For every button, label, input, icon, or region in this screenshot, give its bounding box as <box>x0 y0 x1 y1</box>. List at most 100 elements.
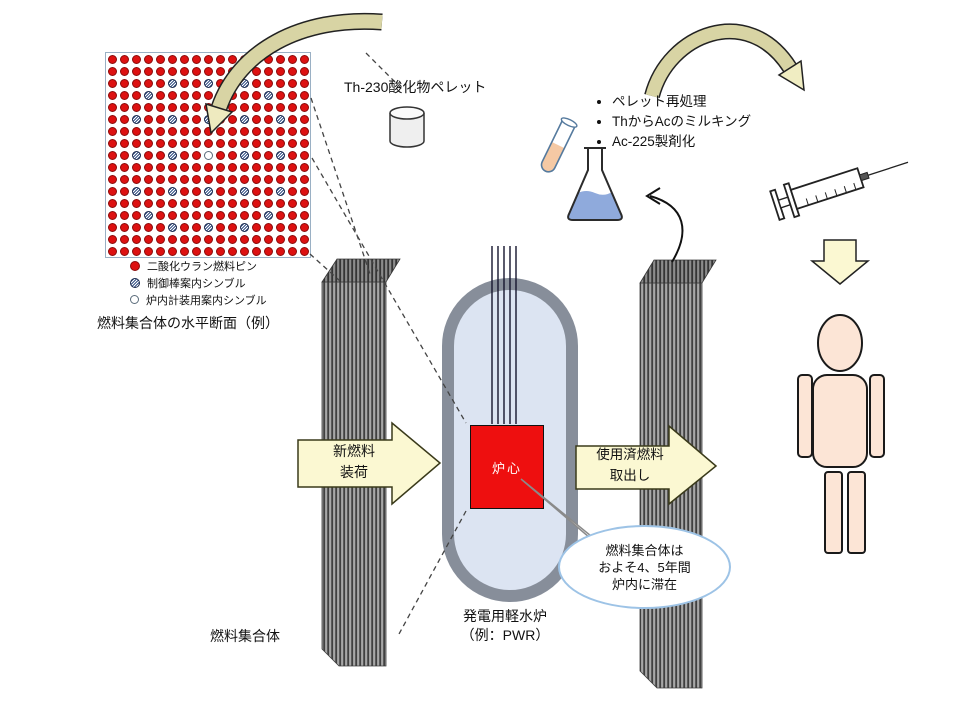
fuel-pin <box>180 139 189 148</box>
fuel-pin <box>156 211 165 220</box>
fuel-pin <box>228 223 237 232</box>
fuel-pin <box>192 151 201 160</box>
fuel-pin <box>240 175 249 184</box>
curved-arrow-right <box>644 23 805 99</box>
fuel-pin <box>264 151 273 160</box>
instrument-thimble-swatch <box>130 295 139 304</box>
fuel-pin <box>144 235 153 244</box>
fuel-pin <box>300 151 309 160</box>
fuel-pin <box>192 199 201 208</box>
process-step: ThからAcのミルキング <box>612 112 751 132</box>
guide-thimble <box>276 151 285 160</box>
fuel-pin <box>192 139 201 148</box>
fuel-pin <box>120 127 129 136</box>
fuel-pin <box>300 235 309 244</box>
guide-thimble <box>264 211 273 220</box>
fuel-pin <box>144 175 153 184</box>
fuel-pin <box>300 103 309 112</box>
fuel-pin <box>156 79 165 88</box>
fuel-pin <box>168 175 177 184</box>
fuel-pin <box>252 247 261 256</box>
down-arrow <box>809 239 871 285</box>
pellet-cylinder-icon <box>389 106 425 148</box>
fuel-pin <box>228 211 237 220</box>
fuel-pin <box>216 79 225 88</box>
fuel-pin <box>216 115 225 124</box>
fuel-pin <box>276 91 285 100</box>
fuel-pin <box>228 55 237 64</box>
fuel-pin <box>156 199 165 208</box>
fuel-pin-swatch <box>130 260 140 271</box>
fuel-pin <box>108 223 117 232</box>
fuel-pin <box>156 175 165 184</box>
fuel-pin <box>276 223 285 232</box>
fuel-pin <box>168 139 177 148</box>
fuel-pin <box>288 151 297 160</box>
fuel-pin <box>108 91 117 100</box>
fuel-pin <box>108 163 117 172</box>
fuel-pin <box>252 211 261 220</box>
fuel-pin <box>276 211 285 220</box>
fuel-pin <box>252 103 261 112</box>
fuel-pin <box>120 139 129 148</box>
fuel-pin <box>168 199 177 208</box>
fuel-pin <box>156 223 165 232</box>
fuel-pin <box>216 127 225 136</box>
reactor-type-line1: 発電用軽水炉 <box>463 608 547 624</box>
fuel-pin <box>300 67 309 76</box>
bubble-line: およそ4、5年間 <box>598 559 691 575</box>
guide-thimble <box>144 211 153 220</box>
fuel-pin <box>144 115 153 124</box>
fuel-pin <box>252 151 261 160</box>
fuel-pin <box>144 67 153 76</box>
fuel-pin <box>228 187 237 196</box>
fuel-pin <box>204 199 213 208</box>
fuel-pin <box>276 199 285 208</box>
fuel-pin <box>192 235 201 244</box>
fuel-pin <box>276 103 285 112</box>
speech-bubble: 燃料集合体は およそ4、5年間 炉内に滞在 <box>558 525 731 609</box>
fuel-pin <box>192 67 201 76</box>
fuel-pin <box>132 211 141 220</box>
fuel-pin <box>144 151 153 160</box>
fuel-pin <box>252 127 261 136</box>
legend-row-fuel-pin: 二酸化ウラン燃料ピン <box>130 257 267 274</box>
fuel-pin <box>180 187 189 196</box>
fuel-pin <box>300 175 309 184</box>
fuel-pin <box>108 187 117 196</box>
fuel-pin <box>132 223 141 232</box>
fuel-pin <box>120 223 129 232</box>
pellet-label: Th-230酸化物ペレット <box>344 79 487 95</box>
fuel-pin <box>192 187 201 196</box>
fuel-pin <box>252 67 261 76</box>
fuel-pin <box>180 235 189 244</box>
fuel-pin <box>288 55 297 64</box>
fuel-pin <box>276 127 285 136</box>
fuel-pin <box>264 199 273 208</box>
process-steps: ペレット再処理ThからAcのミルキングAc-225製剤化 <box>596 92 751 152</box>
fuel-pin <box>240 199 249 208</box>
fuel-pin <box>192 211 201 220</box>
fuel-pin <box>204 139 213 148</box>
fuel-pin <box>300 79 309 88</box>
fuel-pin <box>288 211 297 220</box>
fuel-pin <box>276 163 285 172</box>
fuel-pin <box>252 79 261 88</box>
fuel-pin <box>300 163 309 172</box>
fuel-pin <box>264 67 273 76</box>
fuel-pin <box>276 67 285 76</box>
unload-arrow-line1: 使用済燃料 <box>596 447 664 462</box>
fuel-pin <box>132 79 141 88</box>
fuel-pin <box>132 139 141 148</box>
dashed-grid-to-assembly <box>310 97 372 278</box>
fuel-pin <box>288 223 297 232</box>
guide-thimble <box>204 115 213 124</box>
fuel-pin <box>180 151 189 160</box>
reactor-type-line2: （例：PWR） <box>460 627 550 643</box>
fuel-pin <box>156 127 165 136</box>
fuel-pin <box>252 91 261 100</box>
unload-arrow-line2: 取出し <box>609 468 651 483</box>
fuel-pin <box>264 115 273 124</box>
fuel-pin <box>240 139 249 148</box>
